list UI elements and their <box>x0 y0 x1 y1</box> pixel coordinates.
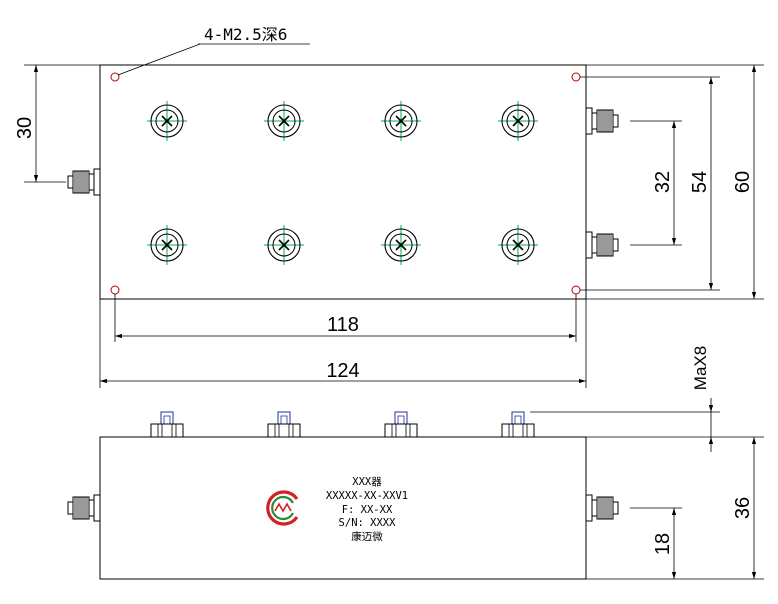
nameplate-serial: S/N: XXXX <box>339 517 397 529</box>
dimension-124: 124 <box>99 299 587 388</box>
hole-note: 4-M2.5深6 <box>204 25 287 44</box>
nameplate-title: XXX器 <box>352 476 382 488</box>
output-connector-icon <box>585 494 619 522</box>
mounting-holes <box>110 72 581 295</box>
mounting-hole <box>571 72 581 82</box>
dimension-label: 124 <box>326 360 359 382</box>
dimension-max8: MaX8 <box>530 346 764 452</box>
tuning-screw-icon <box>146 100 188 142</box>
tuning-screw-icon <box>380 100 422 142</box>
dimension-label: 60 <box>732 171 754 193</box>
tuning-screws <box>146 100 539 266</box>
tuning-screw-icon <box>263 224 305 266</box>
dimension-label: 18 <box>652 533 674 555</box>
nameplate-model: XXXXX-XX-XXV1 <box>326 490 408 502</box>
tuning-screw-icon <box>380 224 422 266</box>
mounting-hole <box>110 285 120 295</box>
side-screw-icon <box>267 411 301 438</box>
dimension-label: 118 <box>327 314 359 336</box>
dimension-label: 32 <box>652 171 674 193</box>
output-connector-icon <box>585 231 619 259</box>
output-connector-icon <box>585 107 619 135</box>
mounting-hole <box>110 72 120 82</box>
dimension-118: 118 <box>114 294 577 342</box>
hole-note-leader <box>117 43 201 76</box>
dimension-36: 36 <box>586 437 764 580</box>
company-logo-icon <box>266 490 299 526</box>
dimension-32: 32 <box>630 120 682 246</box>
side-view: XXX器 XXXXX-XX-XXV1 F: XX-XX S/N: XXXX 康迈… <box>67 346 764 580</box>
dimension-30: 30 <box>14 64 100 183</box>
side-screw-icon <box>384 411 418 438</box>
side-screw-icon <box>150 411 184 438</box>
top-view-body <box>99 64 587 300</box>
dimension-18: 18 <box>630 507 682 579</box>
input-connector-icon <box>67 494 101 522</box>
mounting-hole <box>571 285 581 295</box>
nameplate-frequency: F: XX-XX <box>342 504 393 516</box>
input-connector-icon <box>67 168 101 196</box>
nameplate: XXX器 XXXXX-XX-XXV1 F: XX-XX S/N: XXXX 康迈… <box>326 476 408 543</box>
dimension-label: 54 <box>689 171 711 193</box>
dimension-label: MaX8 <box>691 346 710 390</box>
tuning-screw-icon <box>263 100 305 142</box>
tuning-screw-icon <box>497 100 539 142</box>
dimension-label: 36 <box>732 497 754 519</box>
nameplate-maker: 康迈微 <box>351 530 383 543</box>
dimension-54: 54 <box>580 76 720 291</box>
side-screw-icon <box>501 411 535 438</box>
dimension-label: 30 <box>14 117 36 139</box>
tuning-screw-icon <box>497 224 539 266</box>
dimension-60: 60 <box>586 64 764 300</box>
tuning-screw-icon <box>146 224 188 266</box>
top-view: 4-M2.5深6 30 32 54 60 <box>14 25 764 388</box>
